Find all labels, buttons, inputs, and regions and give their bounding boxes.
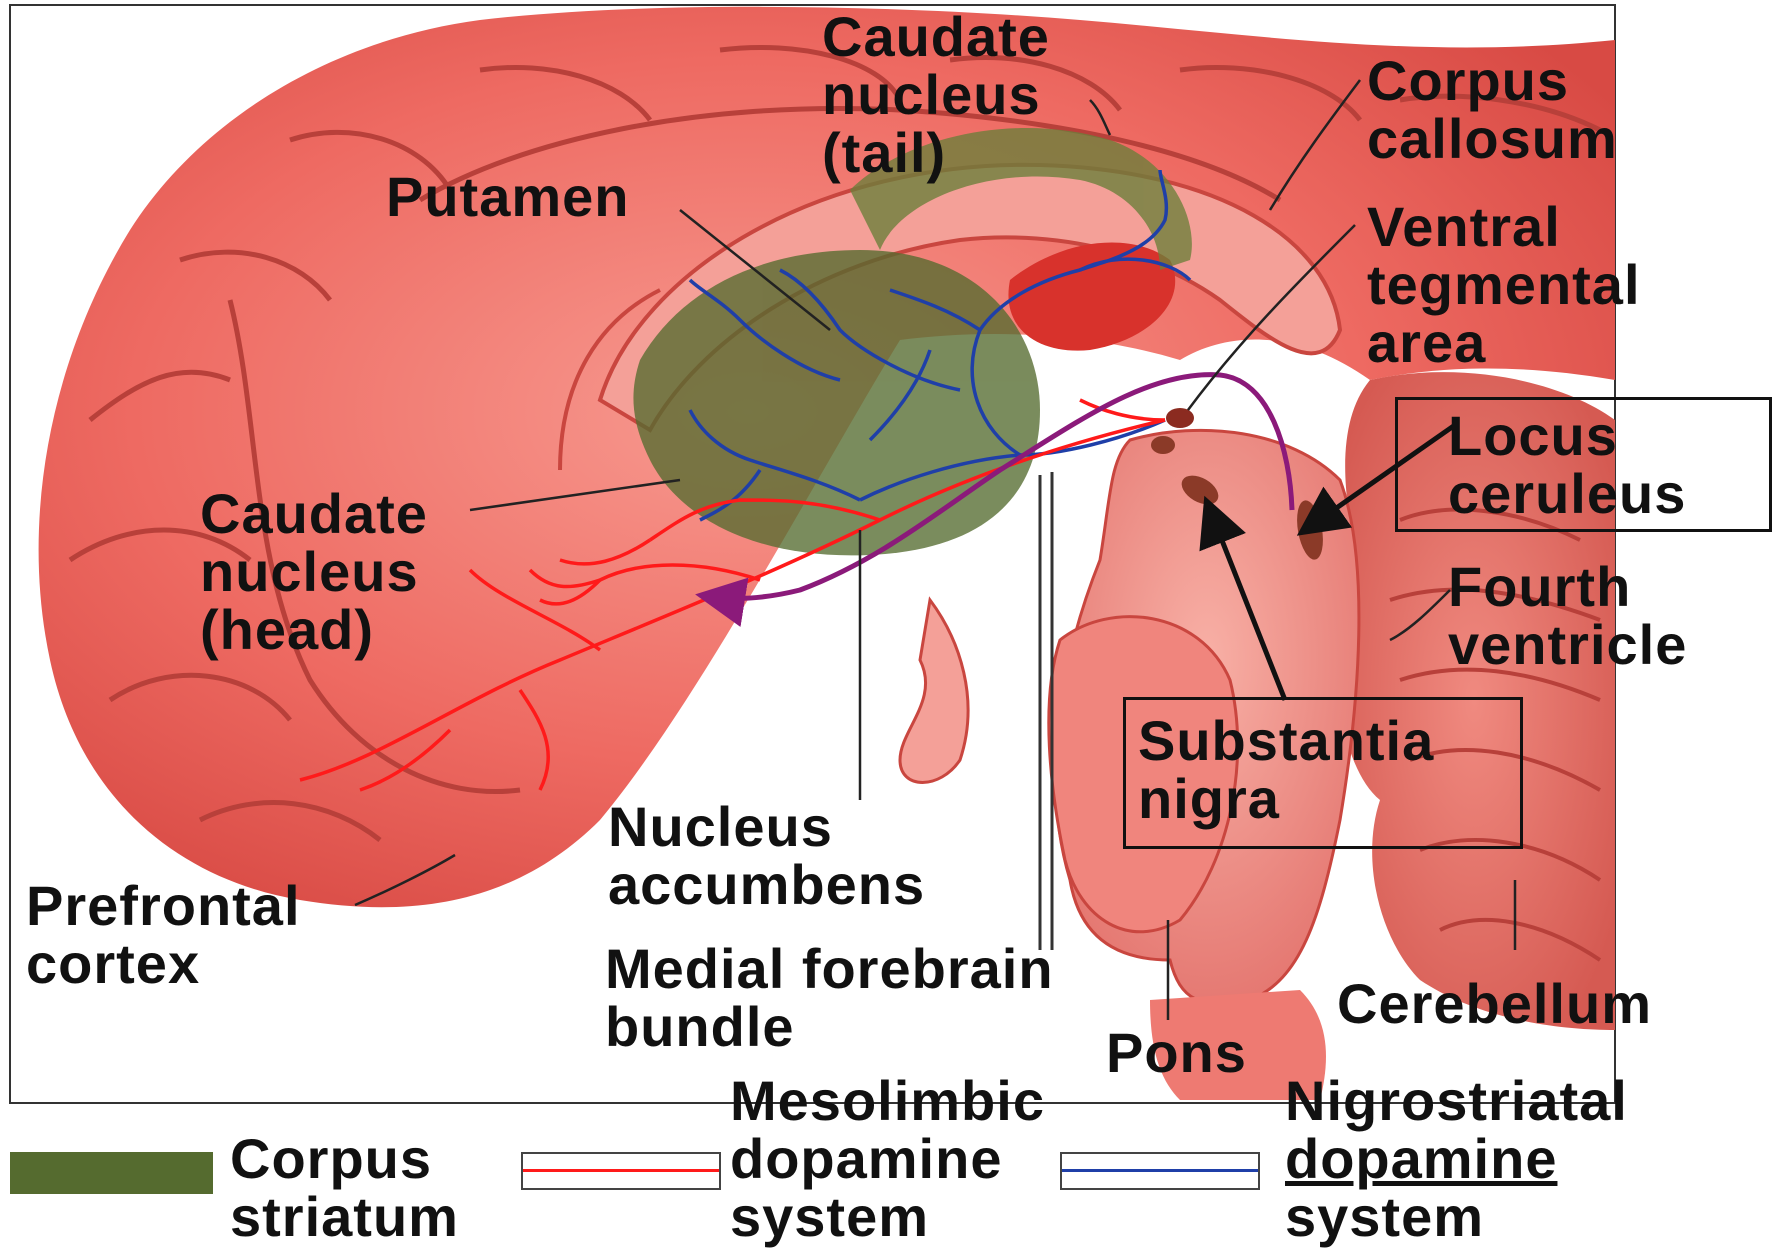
legend-mesolimbic-swatch — [521, 1152, 721, 1190]
label-pons: Pons — [1106, 1024, 1247, 1082]
legend-nigrostriatal-swatch — [1060, 1152, 1260, 1190]
label-cerebellum: Cerebellum — [1337, 975, 1652, 1033]
pituitary — [900, 600, 968, 783]
vta-dot — [1166, 408, 1194, 428]
label-putamen: Putamen — [386, 168, 630, 226]
substantia-nigra-dot-2 — [1151, 436, 1175, 454]
legend-striatum-swatch — [10, 1152, 213, 1194]
